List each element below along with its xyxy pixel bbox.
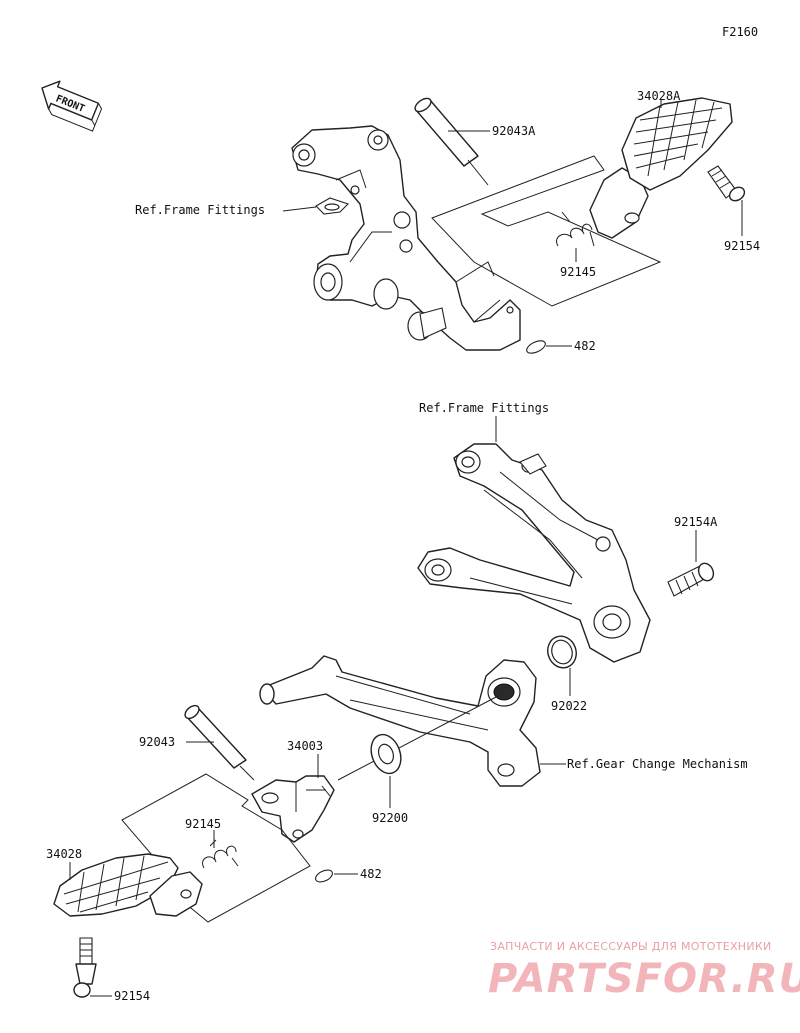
diagram-code: F2160 [722, 25, 758, 39]
label-92043A: 92043A [492, 124, 536, 138]
circlip-482-bottom [315, 869, 333, 883]
label-92154A: 92154A [674, 515, 718, 529]
watermark-brand: PARTSFOR.RU [488, 956, 800, 1002]
bracket-34003 [251, 775, 335, 843]
circlip-482-top [526, 340, 546, 354]
label-34028A: 34028A [637, 89, 681, 103]
bolt-92154A [667, 562, 715, 597]
seal-92022 [547, 635, 577, 669]
bolt-92154-bottom [73, 937, 97, 998]
label-34028: 34028 [46, 847, 82, 861]
label-ref-gear: Ref.Gear Change Mechanism [567, 757, 748, 771]
front-arrow-icon: FRONT [41, 80, 103, 132]
label-92200: 92200 [372, 811, 408, 825]
label-ref-frame-mid: Ref.Frame Fittings [419, 401, 549, 415]
top-bracket [291, 125, 521, 351]
label-92154-top: 92154 [724, 239, 760, 253]
label-92022: 92022 [551, 699, 587, 713]
watermark-tagline: ЗАПЧАСТИ И АКСЕССУАРЫ ДЛЯ МОТОТЕХНИКИ [490, 940, 772, 953]
watermark: ЗАПЧАСТИ И АКСЕССУАРЫ ДЛЯ МОТОТЕХНИКИ PA… [488, 940, 800, 1002]
clip-frame-fitting-top [315, 197, 350, 215]
footpeg-34028A [589, 97, 733, 239]
label-92043: 92043 [139, 735, 175, 749]
label-92145-bottom: 92145 [185, 817, 221, 831]
bolt-92154-top [707, 165, 746, 202]
label-482-bottom: 482 [360, 867, 382, 881]
washer-92200 [370, 733, 402, 775]
label-92154-bottom: 92154 [114, 989, 150, 1003]
spring-92145-bottom [202, 839, 239, 869]
spring-92145-top [556, 211, 595, 247]
mid-bracket [417, 443, 651, 663]
shift-lever [259, 655, 541, 787]
exploded-box-top [431, 155, 662, 307]
footpeg-34028 [53, 853, 203, 917]
label-92145-top: 92145 [560, 265, 596, 279]
label-34003: 34003 [287, 739, 323, 753]
pin-92043A [414, 97, 489, 186]
label-482-top: 482 [574, 339, 596, 353]
pin-92043 [184, 704, 255, 781]
label-ref-frame-top: Ref.Frame Fittings [135, 203, 265, 217]
